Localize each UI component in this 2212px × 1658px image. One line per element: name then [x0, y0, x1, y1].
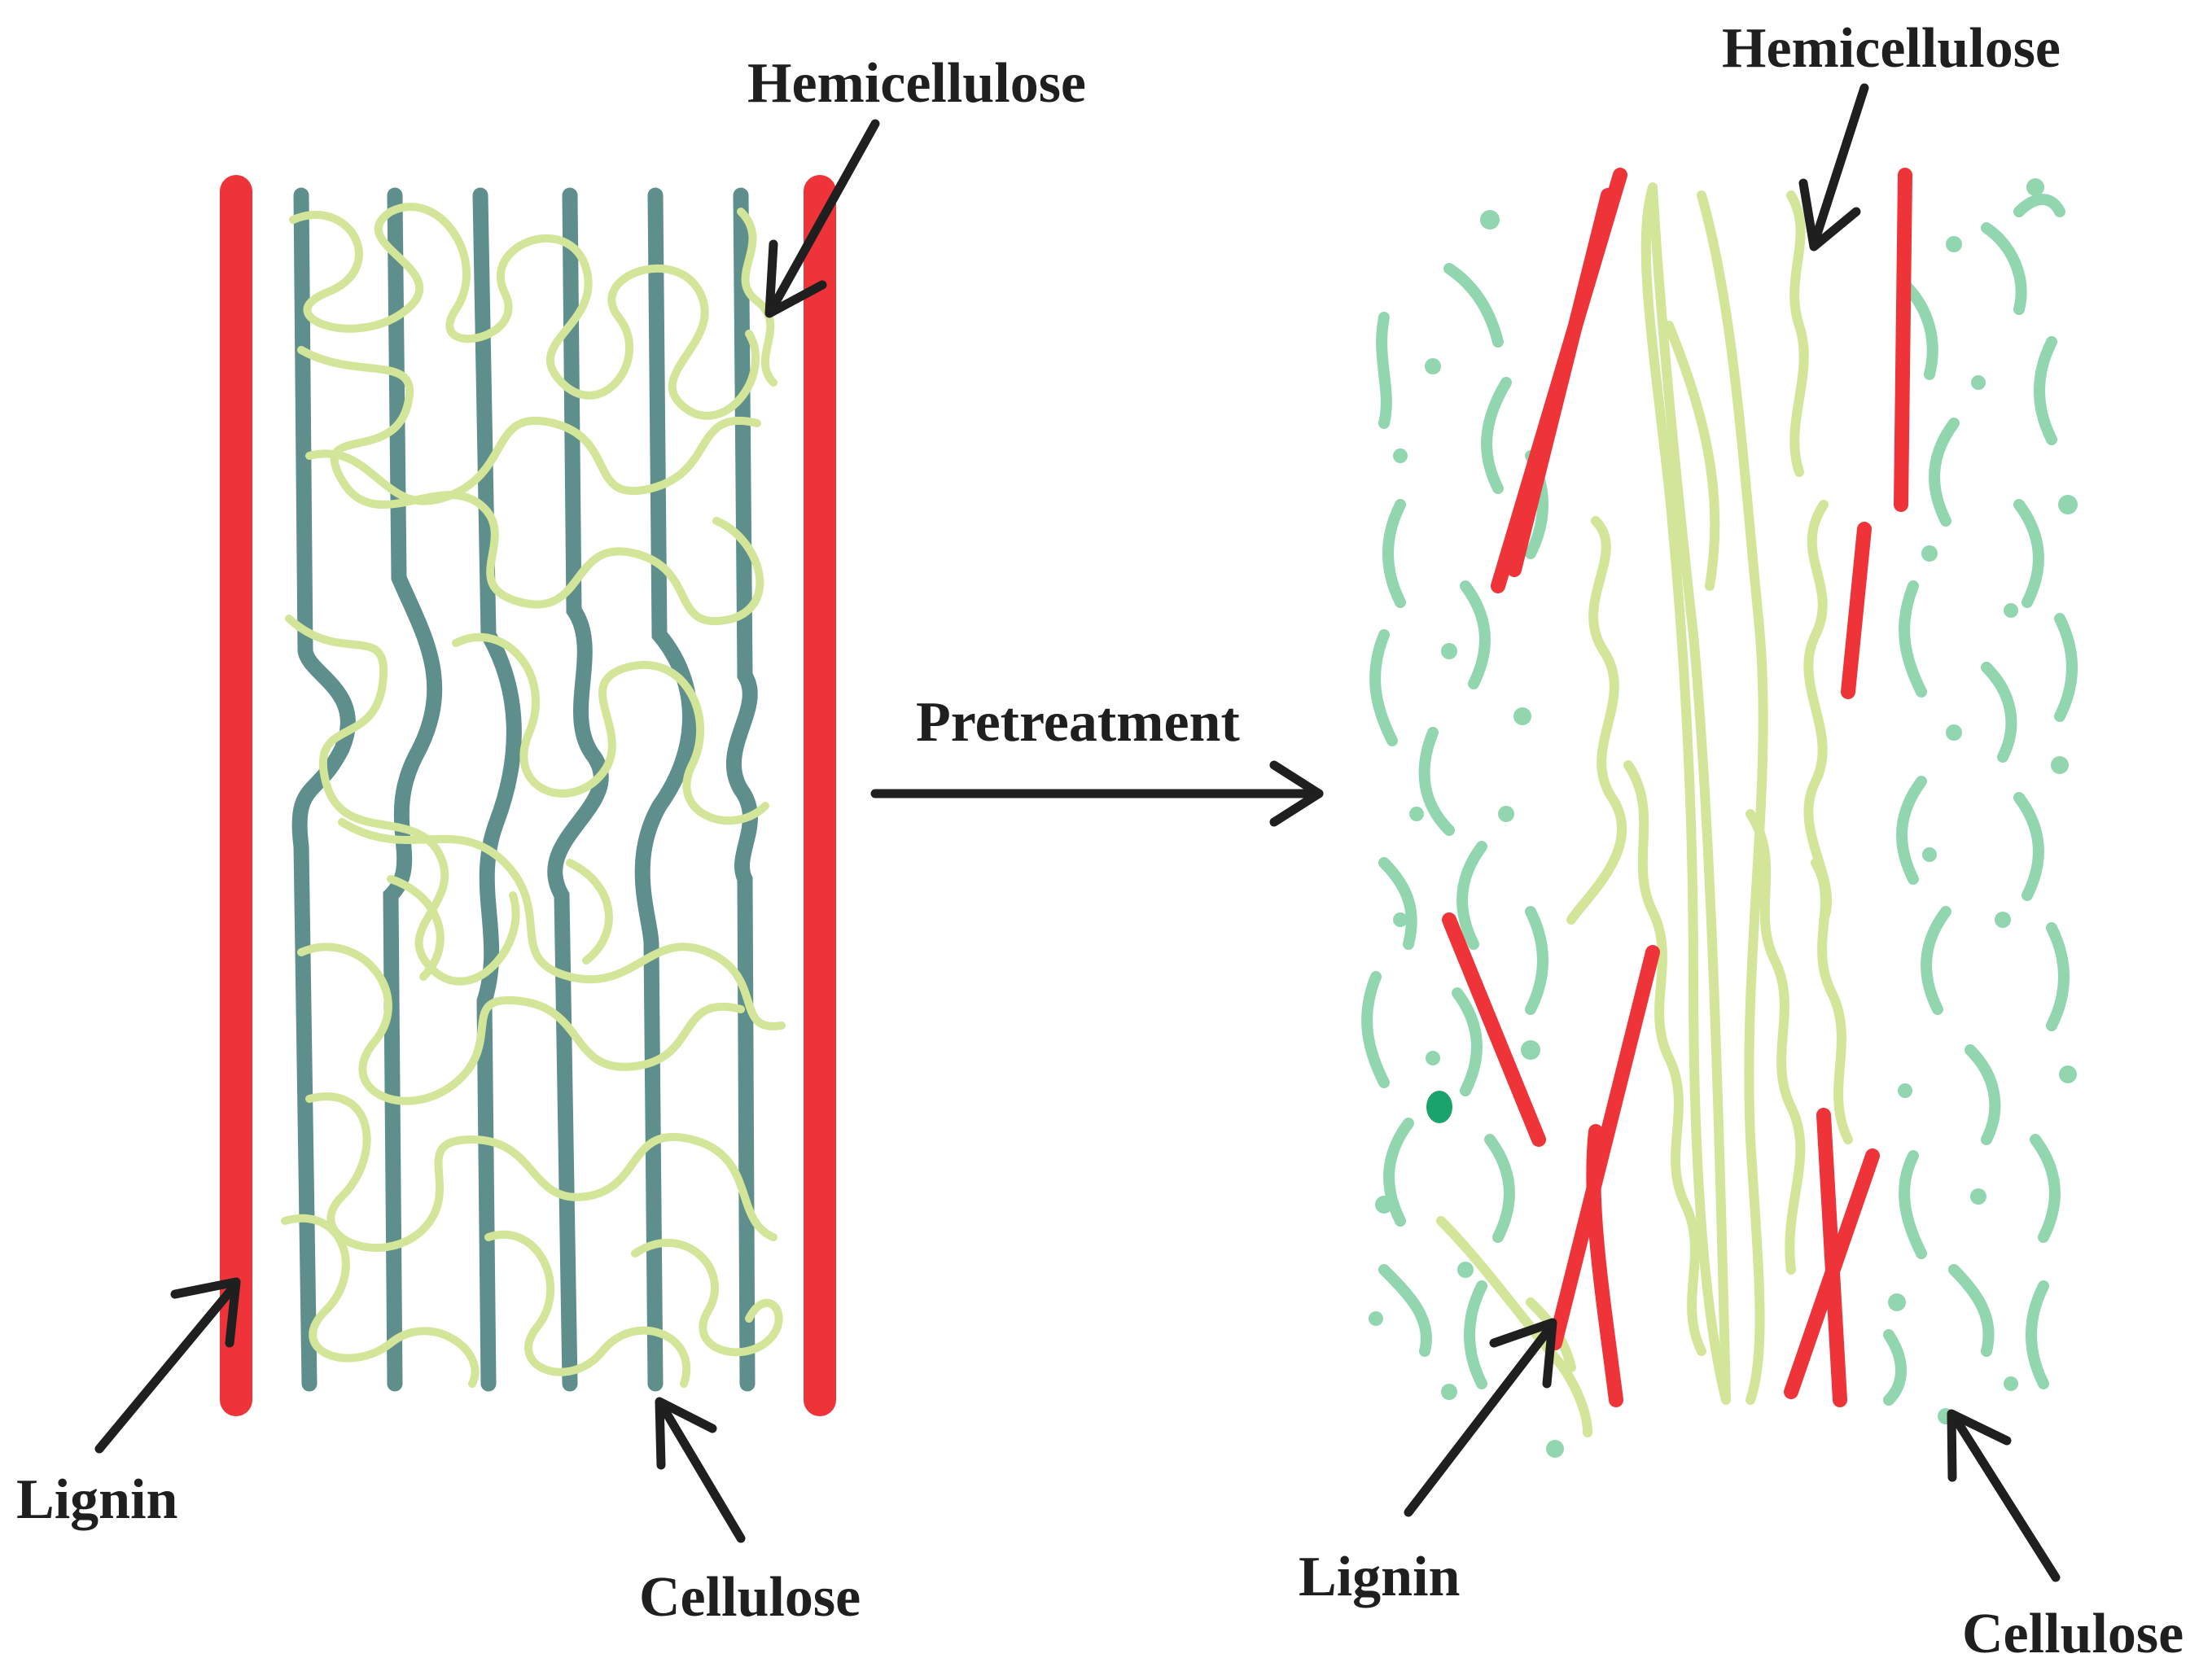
- label-cellulose-before: Cellulose: [639, 1566, 861, 1629]
- cellulose-fiber: [472, 187, 522, 1392]
- lignin-fragments: [1442, 168, 1912, 1407]
- cellulose-fiber: [291, 187, 356, 1392]
- cellulose-fiber: [383, 187, 443, 1392]
- lignin-walls: [220, 175, 836, 1416]
- label-hemicellulose-before: Hemicellulose: [747, 52, 1086, 115]
- cellulose-fiber: [634, 187, 698, 1392]
- label-lignin-before: Lignin: [16, 1468, 177, 1531]
- cellulose-fragments: [1361, 194, 2078, 1406]
- label-hemicellulose-after: Hemicellulose: [1722, 17, 2061, 80]
- green-speck: [1426, 1091, 1452, 1123]
- pointer-arrows: [94, 83, 2061, 1582]
- label-pretreatment: Pretreatment: [916, 691, 1240, 754]
- after-structure: [1361, 168, 2078, 1458]
- cellulose-fiber: [547, 187, 609, 1392]
- hemicellulose-network: [281, 203, 786, 1388]
- before-structure: [220, 175, 836, 1416]
- label-cellulose-after: Cellulose: [1962, 1603, 2184, 1658]
- cellulose-fiber: [725, 187, 758, 1392]
- label-lignin-after: Lignin: [1299, 1546, 1460, 1608]
- cellulose-fibers: [291, 187, 758, 1392]
